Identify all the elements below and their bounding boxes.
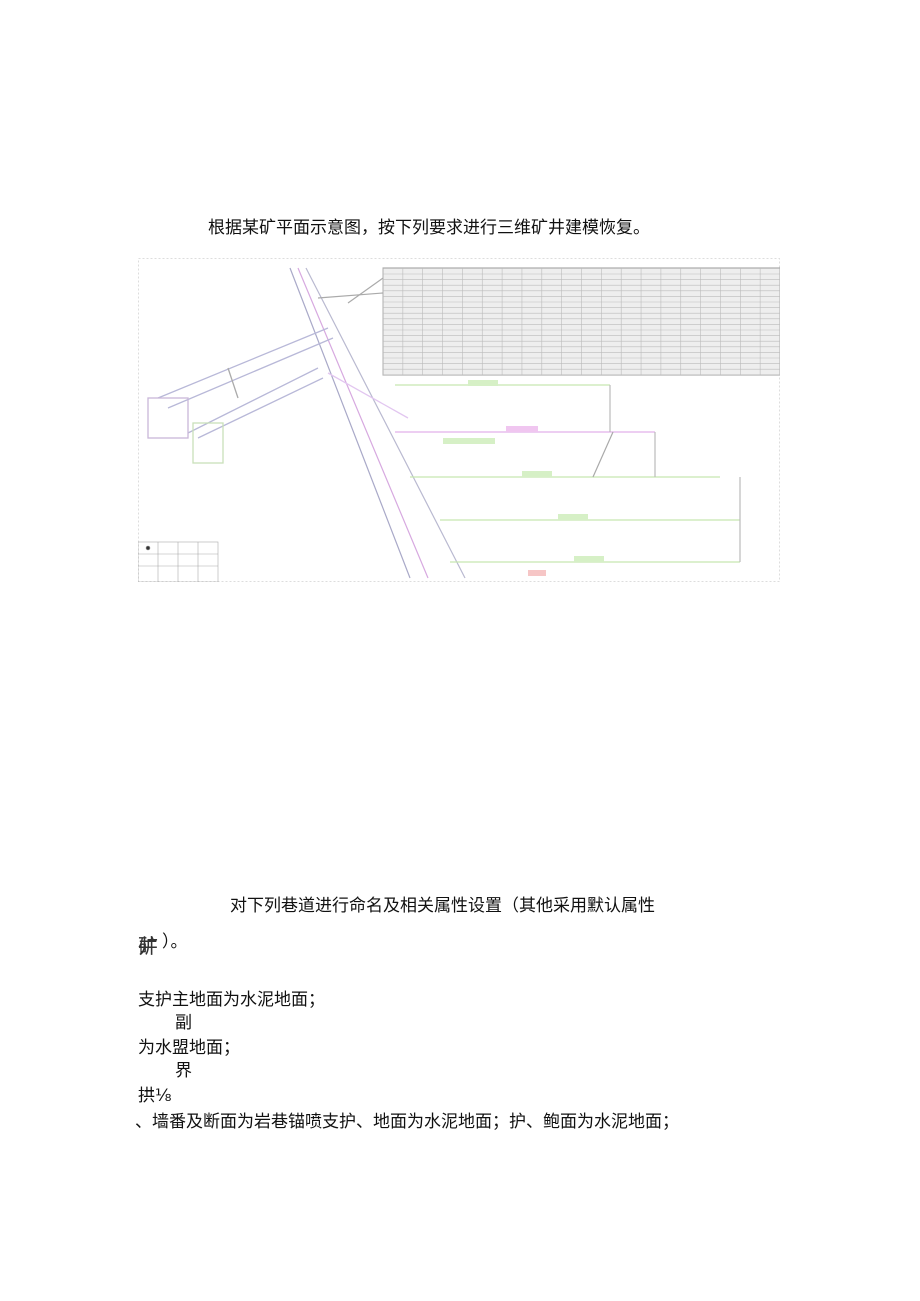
- text-line: 拱⅛: [138, 1086, 172, 1106]
- text-line: 界: [175, 1061, 192, 1081]
- legend-box: [138, 541, 219, 582]
- coordinate-table: [382, 267, 780, 376]
- text-line: 、墙番及断面为岩巷锚喷支护、地面为水泥地面；护、鲍面为水泥地面；: [135, 1112, 679, 1132]
- branch-roadways: [147, 327, 409, 464]
- task-text-line2-end: ）。: [162, 932, 188, 952]
- text-line: 支护主地面为水泥地面；: [138, 990, 325, 1010]
- level-roadways: [395, 380, 741, 576]
- intro-text: 根据某矿平面示意图，按下列要求进行三维矿井建模恢复。: [208, 218, 650, 238]
- mine-plan-figure: [138, 258, 780, 582]
- task-text-line1: 对下列巷道进行命名及相关属性设置（其他采用默认属性: [230, 896, 655, 916]
- text-line: 副: [175, 1013, 192, 1033]
- garbled-text: 矿井: [138, 926, 172, 962]
- text-line: 为水盟地面；: [138, 1038, 240, 1058]
- inclined-roadways: [289, 267, 466, 579]
